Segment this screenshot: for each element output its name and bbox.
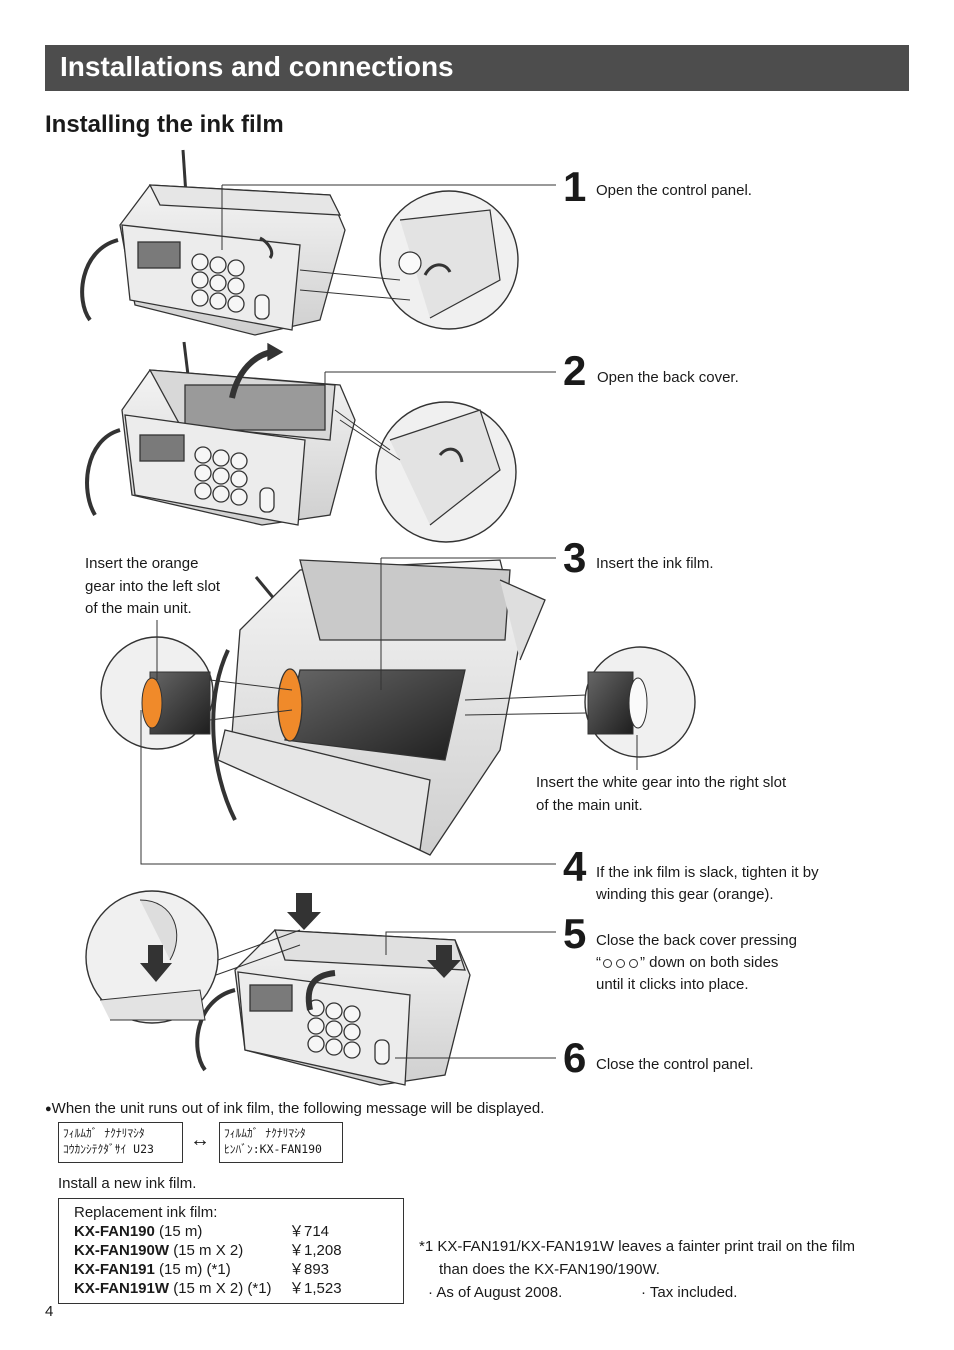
step-3-number: 3 (563, 534, 587, 581)
page-title: Installations and connections (60, 51, 454, 82)
step-2-text: Open the back cover. (597, 369, 739, 386)
note-line: ●When the unit runs out of ink film, the… (45, 1100, 545, 1117)
footnote-line1: *1 KX-FAN191/KX-FAN191W leaves a fainter… (419, 1238, 856, 1255)
step-6-number: 6 (563, 1034, 587, 1081)
step-5-text: Close the back cover pressing “” down on… (596, 932, 797, 993)
down-arrow-right (427, 945, 461, 978)
fax-illustration-step5 (195, 929, 471, 1086)
dot-mark-icon (603, 958, 612, 968)
step-4-text: If the ink film is slack, tighten it by … (596, 864, 819, 903)
fax-illustration-step3 (211, 559, 546, 856)
page-number: 4 (45, 1303, 54, 1320)
table-row: KX-FAN190W (15 m X 2)￥1,208 (74, 1242, 342, 1259)
fax-illustration-step1 (80, 149, 346, 336)
step-3-text: Insert the ink film. (596, 555, 714, 572)
callout-white-gear: Insert the white gear into the right slo… (536, 774, 787, 814)
step-4-number: 4 (563, 843, 587, 890)
header-bar (45, 45, 909, 91)
replacement-box: Replacement ink film: KX-FAN190 (15 m)￥7… (58, 1198, 404, 1304)
section-title: Installing the ink film (45, 111, 284, 138)
table-row: KX-FAN191W (15 m X 2) (*1)￥1,523 (74, 1280, 342, 1297)
display-message-2: ﾌｨﾙﾑｶﾞ ﾅｸﾅﾘﾏｼﾀ ﾋﾝﾊﾞﾝ:KX-FAN190 (219, 1122, 343, 1163)
step-6-text: Close the control panel. (596, 1056, 754, 1073)
fax-illustration-step2 (85, 341, 356, 526)
dot-mark-icon (629, 958, 638, 968)
footnote-tax: · Tax included. (641, 1284, 738, 1301)
step-1-text: Open the control panel. (596, 182, 752, 199)
table-row: KX-FAN190 (15 m)￥714 (74, 1223, 330, 1240)
replacement-heading: Replacement ink film: (74, 1204, 218, 1221)
table-row: KX-FAN191 (15 m) (*1)￥893 (74, 1261, 330, 1278)
install-text: Install a new ink film. (58, 1175, 197, 1192)
display-message-1: ﾌｨﾙﾑｶﾞ ﾅｸﾅﾘﾏｼﾀ ｺｳｶﾝｼﾃｸﾀﾞｻｲ U23 (58, 1122, 183, 1163)
footnote-line2: than does the KX-FAN190/190W. (439, 1261, 660, 1278)
callout-orange-gear: Insert the orange gear into the left slo… (85, 555, 221, 617)
bullet: ● (45, 1103, 52, 1116)
footnote-as-of: · As of August 2008. (428, 1284, 563, 1301)
step-1-number: 1 (563, 163, 587, 210)
down-arrow-left (287, 893, 321, 930)
step-5-number: 5 (563, 910, 587, 957)
alternate-arrow-icon: ↔ (190, 1129, 210, 1151)
dot-mark-icon (616, 958, 625, 968)
step-2-number: 2 (563, 347, 587, 394)
